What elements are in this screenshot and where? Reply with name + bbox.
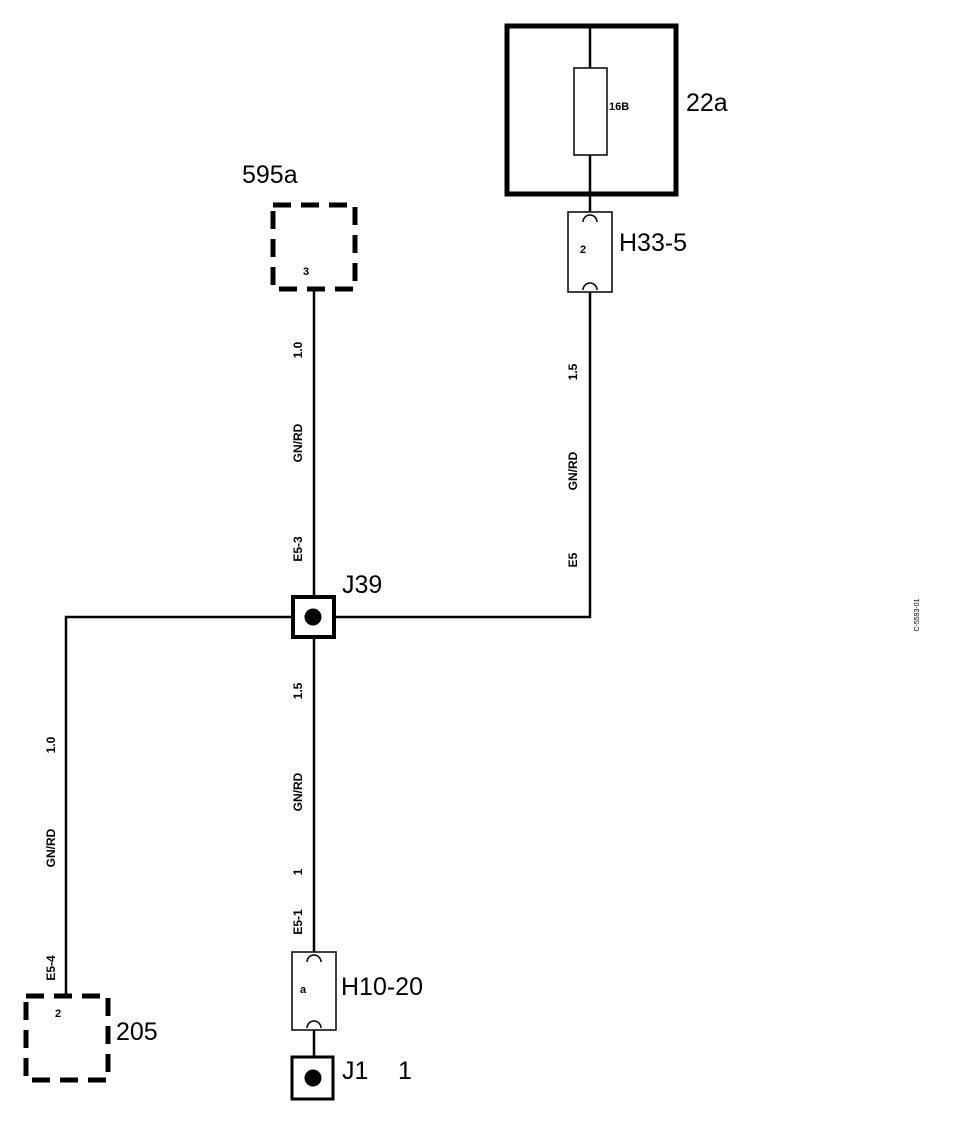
connector-h10-20-pin: a [300, 984, 307, 996]
component-205-outline [23, 993, 111, 1083]
junction-j39-box [291, 595, 336, 639]
connector-h33-5-pin: 2 [580, 244, 586, 256]
connector-h33-5-label: H33-5 [619, 229, 687, 257]
junction-j1-pin: 1 [398, 1057, 412, 1085]
fuse-label: 16B [609, 101, 629, 113]
component-22a-label: 22a [686, 89, 728, 117]
junction-j1: J1 1 [290, 1055, 412, 1101]
junction-j39: J39 [291, 571, 382, 639]
connector-h10-20-body [291, 951, 337, 1031]
wire-id-label: E5 [566, 552, 580, 567]
wire-left [64, 615, 293, 996]
junction-j1-box [290, 1055, 335, 1101]
image-code: C-5593-01 [914, 598, 921, 631]
connector-h10-20-bottom-pin [306, 1020, 322, 1029]
component-595a-outline [270, 202, 358, 292]
wire-labels-top-center: 1.0 GN/RD E5-3 [291, 341, 305, 561]
junction-j1-label: J1 [342, 1057, 368, 1085]
connector-h33-5-body [567, 211, 613, 293]
wire-size-label: 1.5 [291, 682, 305, 699]
wires [64, 28, 592, 1057]
wire-color-label: GN/RD [291, 423, 305, 462]
fuse-box-outline [504, 23, 679, 197]
junction-j39-label: J39 [342, 571, 382, 599]
component-595a-label: 595a [242, 161, 298, 189]
connector-h10-20: a H10-20 [291, 951, 423, 1031]
fuse-16b [573, 67, 608, 156]
junction-j1-dot [304, 1069, 322, 1087]
wire-size-label: 1.5 [566, 363, 580, 380]
wire-labels-right: 1.5 GN/RD E5 [566, 363, 580, 567]
wire-id-label: E5-1 [291, 909, 305, 935]
wire-color-label: GN/RD [291, 772, 305, 811]
wire-extra-label: 1 [291, 868, 305, 875]
component-205-label: 205 [116, 1018, 158, 1046]
wire-color-label: GN/RD [44, 828, 58, 867]
component-205: 2 205 [23, 993, 158, 1083]
connector-h10-20-label: H10-20 [341, 973, 423, 1001]
connector-h10-20-top-pin [306, 954, 322, 963]
wire-size-label: 1.0 [291, 341, 305, 358]
wire-id-label: E5-4 [44, 955, 58, 981]
component-595a: 3 595a [242, 161, 358, 292]
connector-h33-5-top-pin [582, 214, 598, 223]
junction-j39-dot [304, 608, 322, 626]
connector-h33-5-bottom-pin [582, 282, 598, 291]
wire-size-label: 1.0 [44, 736, 58, 753]
wire-right [334, 292, 592, 619]
connector-h33-5: 2 H33-5 [567, 211, 687, 293]
wire-color-label: GN/RD [566, 451, 580, 490]
component-595a-pin: 3 [303, 266, 309, 278]
wire-labels-bottom-center: 1.5 GN/RD 1 E5-1 [291, 682, 305, 934]
wire-id-label: E5-3 [291, 536, 305, 562]
component-22a: 16B 22a [504, 23, 728, 197]
component-205-pin: 2 [55, 1008, 61, 1020]
wire-labels-left: 1.0 GN/RD E5-4 [44, 736, 58, 980]
